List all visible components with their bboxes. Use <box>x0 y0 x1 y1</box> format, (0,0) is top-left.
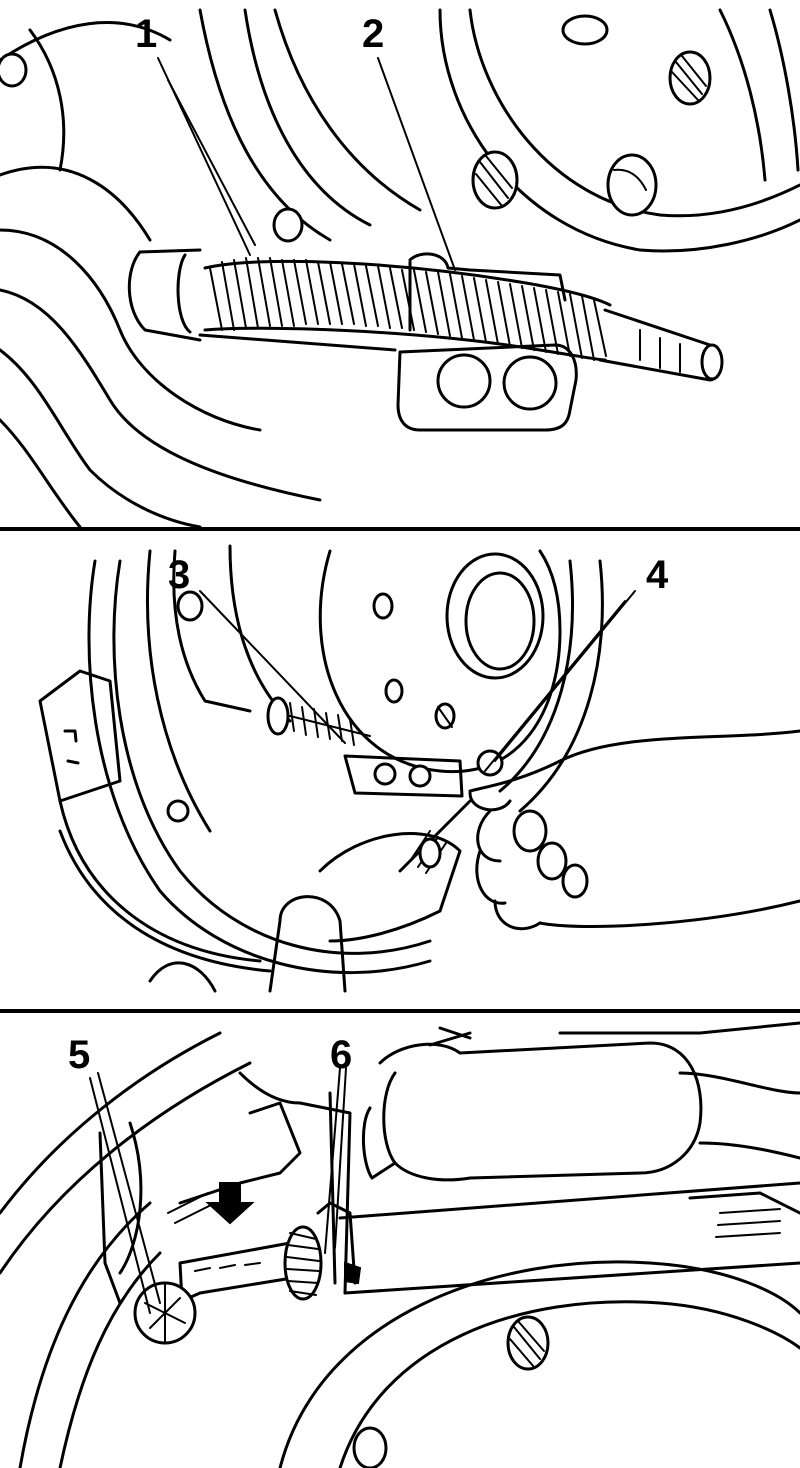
diagram-panel-3: 5 6 <box>0 1013 800 1468</box>
diagram-panel-2: 3 4 <box>0 531 800 1009</box>
callout-label: 4 <box>646 553 669 597</box>
panel-divider <box>0 1009 800 1013</box>
callout-label: 6 <box>330 1033 353 1077</box>
panel-divider <box>0 527 800 531</box>
brake-spring-illustration <box>0 8 800 527</box>
callout-label: 1 <box>135 12 158 56</box>
callout-label: 2 <box>362 12 385 56</box>
shoe-removal-illustration <box>38 544 800 993</box>
callout-label: 3 <box>168 553 191 597</box>
diagram-panel-1: 1 2 <box>0 0 800 527</box>
callout-label: 5 <box>68 1033 91 1077</box>
adjuster-illustration <box>0 1021 800 1468</box>
